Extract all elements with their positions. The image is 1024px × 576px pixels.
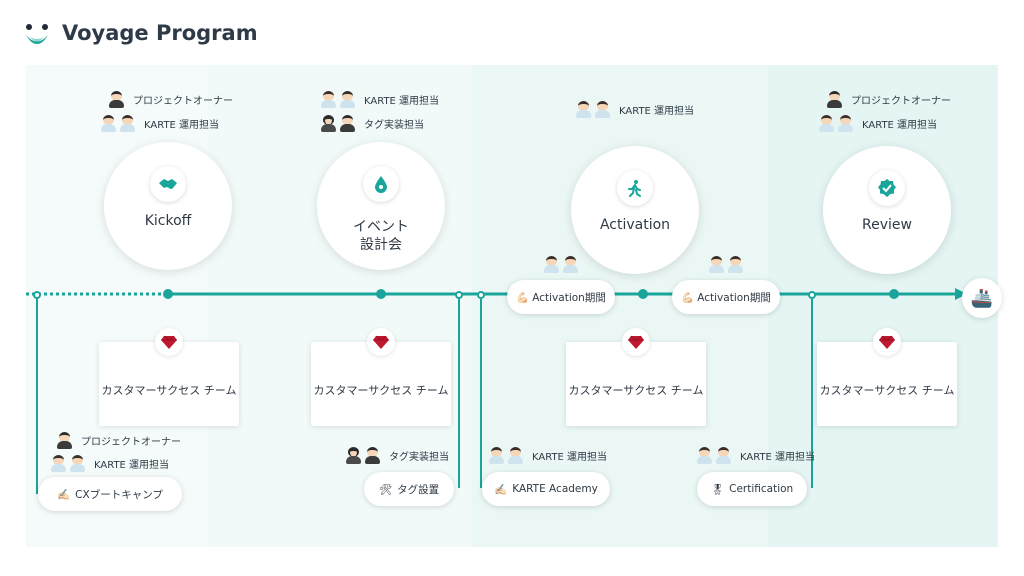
water-drop-icon	[363, 166, 399, 202]
gem-icon	[873, 328, 901, 356]
goal-ship: 🚢	[962, 278, 1002, 318]
role-karte-operator: KARTE 運用担当	[696, 444, 815, 466]
timeline-node-bootcamp	[33, 291, 41, 299]
background-panel-2	[208, 65, 472, 547]
timeline-node-academy	[477, 291, 485, 299]
owner-avatar-icon	[56, 431, 73, 449]
staff-avatar-icon	[575, 100, 592, 118]
phase-label: Activation	[599, 217, 671, 233]
engineer-avatar-icon	[364, 446, 381, 464]
flexed-arm-icon: 💪🏻	[681, 291, 695, 304]
phase-label: Review	[862, 217, 912, 233]
logo	[24, 22, 50, 48]
connector-tag	[458, 299, 460, 488]
role-karte-operator: KARTE 運用担当	[818, 112, 937, 134]
page-title: Voyage Program	[62, 21, 258, 45]
timeline-dot-activation	[638, 289, 648, 299]
event-tag-installation[interactable]: 🛠 タグ設置	[364, 472, 454, 506]
staff-avatar-icon	[507, 446, 524, 464]
staff-avatar-icon	[69, 454, 86, 472]
staff-avatar-icon	[562, 255, 579, 273]
phase-label: イベント 設計会	[353, 219, 409, 253]
writing-hand-icon: ✍🏻	[57, 488, 71, 501]
staff-avatar-icon	[543, 255, 560, 273]
staff-avatar-icon	[594, 100, 611, 118]
activation-period-pill[interactable]: 💪🏻 Activation期間	[507, 280, 615, 314]
cs-team-card: カスタマーサクセス チーム	[311, 342, 451, 426]
staff-avatar-icon	[818, 114, 835, 132]
ship-icon: 🚢	[970, 287, 994, 309]
staff-avatar-icon	[708, 255, 725, 273]
engineer-avatar-icon	[339, 114, 356, 132]
role-project-owner: プロジェクトオーナー	[108, 88, 233, 110]
owner-avatar-icon	[826, 90, 843, 108]
flexed-arm-icon: 💪🏻	[516, 291, 530, 304]
staff-avatar-icon	[696, 446, 713, 464]
owner-avatar-icon	[108, 90, 125, 108]
staff-avatar-icon	[727, 255, 744, 273]
cs-team-card: カスタマーサクセス チーム	[817, 342, 957, 426]
tools-icon: 🛠	[378, 483, 393, 496]
running-person-icon	[617, 170, 653, 206]
event-certification[interactable]: 🎖 Certification	[697, 472, 807, 506]
connector-certification	[811, 299, 813, 488]
gem-icon	[367, 328, 395, 356]
connector-bootcamp	[36, 299, 38, 494]
role-karte-operator: KARTE 運用担当	[50, 452, 169, 474]
writing-hand-icon: ✍🏻	[494, 483, 508, 496]
medal-icon: 🎖	[710, 483, 725, 496]
background-panel-1	[26, 65, 208, 547]
timeline-dot-kickoff	[163, 289, 173, 299]
background-panel-4	[768, 65, 998, 547]
role-karte-operator	[708, 253, 746, 275]
phase-kickoff[interactable]: Kickoff	[104, 142, 232, 270]
staff-avatar-icon	[320, 90, 337, 108]
cs-team-card: カスタマーサクセス チーム	[99, 342, 239, 426]
staff-avatar-icon	[50, 454, 67, 472]
event-karte-academy[interactable]: ✍🏻 KARTE Academy	[482, 472, 610, 506]
activation-period-pill[interactable]: 💪🏻 Activation期間	[672, 280, 780, 314]
connector-academy	[480, 299, 482, 488]
handshake-icon	[150, 166, 186, 202]
role-karte-operator: KARTE 運用担当	[100, 112, 219, 134]
staff-avatar-icon	[339, 90, 356, 108]
engineer-avatar-icon	[345, 446, 362, 464]
event-cx-bootcamp[interactable]: ✍🏻 CXブートキャンプ	[38, 477, 182, 511]
phase-review[interactable]: Review	[823, 146, 951, 274]
timeline-dot-event	[376, 289, 386, 299]
role-project-owner: プロジェクトオーナー	[826, 88, 951, 110]
check-badge-icon	[869, 170, 905, 206]
cs-team-card: カスタマーサクセス チーム	[566, 342, 706, 426]
staff-avatar-icon	[100, 114, 117, 132]
role-karte-operator	[543, 253, 581, 275]
gem-icon	[155, 328, 183, 356]
role-project-owner: プロジェクトオーナー	[56, 429, 181, 451]
phase-activation[interactable]: Activation	[571, 146, 699, 274]
role-tag-engineer: タグ実装担当	[320, 112, 424, 134]
role-karte-operator: KARTE 運用担当	[320, 88, 439, 110]
staff-avatar-icon	[837, 114, 854, 132]
engineer-avatar-icon	[320, 114, 337, 132]
role-karte-operator: KARTE 運用担当	[488, 444, 607, 466]
staff-avatar-icon	[119, 114, 136, 132]
phase-label: Kickoff	[144, 213, 192, 229]
gem-icon	[622, 328, 650, 356]
staff-avatar-icon	[488, 446, 505, 464]
phase-event-design[interactable]: イベント 設計会	[317, 142, 445, 270]
role-karte-operator: KARTE 運用担当	[575, 98, 694, 120]
timeline-node-tag	[455, 291, 463, 299]
role-tag-engineer: タグ実装担当	[345, 444, 449, 466]
staff-avatar-icon	[715, 446, 732, 464]
timeline-node-certification	[808, 291, 816, 299]
timeline-dot-review	[889, 289, 899, 299]
